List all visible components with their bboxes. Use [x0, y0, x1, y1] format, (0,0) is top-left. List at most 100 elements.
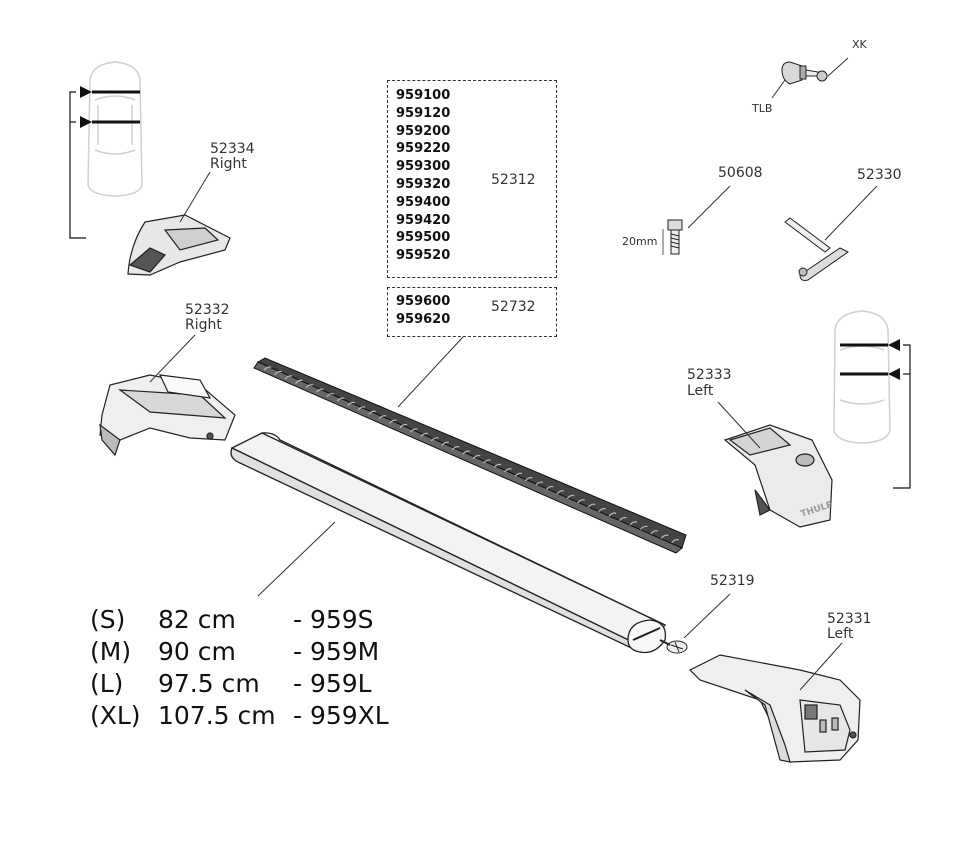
label-52332: 52332: [185, 302, 230, 318]
part-number: 959120: [396, 105, 451, 121]
part-number: 959320: [396, 176, 451, 192]
label-52332-side: Right: [185, 317, 222, 333]
strip-ridge: [305, 384, 314, 389]
label-52319: 52319: [710, 573, 755, 589]
size-part: - 959M: [293, 637, 380, 666]
roof-bars-mark-right: [840, 339, 911, 489]
strip-ridge: [462, 450, 470, 455]
strip-ridge: [284, 375, 293, 380]
strip-ridge: [504, 468, 512, 473]
strip-ridge: [650, 530, 659, 535]
part-number: 959600: [396, 294, 451, 309]
size-code: (L): [90, 669, 124, 698]
strip-ridge: [263, 366, 272, 371]
foot-right-icon: [99, 374, 236, 457]
strip-ridge: [577, 499, 585, 504]
rubber-strip-icon: [253, 357, 687, 554]
leader-52319: [683, 593, 731, 639]
foot-left-icon: [688, 654, 861, 763]
size-code: (XL): [90, 701, 141, 730]
part-number: 959300: [396, 159, 451, 175]
leader-52330: [824, 185, 878, 241]
strip-ridge: [660, 534, 669, 539]
rubber-strip-ridges: [263, 366, 679, 544]
strip-ridge: [556, 490, 564, 495]
strip-ridge: [493, 463, 502, 468]
strip-ridge: [598, 508, 606, 513]
leader-52312: [397, 336, 464, 408]
strip-ridge: [608, 512, 617, 517]
leader-52332: [149, 334, 196, 383]
leader-tlb: [771, 79, 786, 99]
label-52334: 52334: [210, 141, 255, 157]
strip-ridge: [295, 379, 303, 384]
strip-ridge: [566, 494, 575, 499]
strip-ridge: [326, 392, 335, 398]
screw-52319-icon: [659, 639, 688, 654]
car-topview-right-icon: [87, 61, 143, 197]
strip-ridge: [410, 428, 418, 433]
label-tlb: TLB: [752, 102, 773, 115]
aluminium-bar-icon: [230, 432, 667, 654]
box2-number-list: 959600 959620: [396, 293, 450, 329]
car-topview-left-icon: [833, 310, 891, 444]
strip-ridge: [274, 370, 282, 376]
part-number: 959520: [396, 248, 451, 264]
size-part: - 959XL: [293, 701, 389, 730]
label-52732: 52732: [491, 299, 536, 315]
part-number-box-52312: [387, 80, 557, 278]
part-number-box-52732: [387, 287, 557, 337]
strip-ridge: [368, 410, 376, 415]
label-50608: 50608: [718, 165, 763, 181]
leader-xk: [827, 57, 849, 77]
part-number: 959100: [396, 88, 451, 103]
label-52333: 52333: [687, 367, 732, 383]
leader-52333: [717, 401, 761, 449]
strip-ridge: [671, 538, 679, 544]
leader-52334: [179, 171, 211, 223]
strip-ridge: [430, 437, 439, 442]
strip-ridge: [535, 481, 544, 486]
strip-ridge: [378, 415, 387, 420]
strip-ridge: [441, 441, 450, 446]
strip-ridge: [451, 446, 460, 451]
label-52334-side: Right: [210, 156, 247, 172]
roof-bars-mark: [69, 86, 140, 239]
size-code: (S): [90, 605, 126, 634]
strip-ridge: [514, 472, 523, 477]
size-part: - 959L: [293, 669, 372, 698]
part-number: 959400: [396, 194, 451, 210]
strip-ridge: [639, 525, 648, 530]
strip-ridge: [619, 516, 627, 522]
part-number: 959620: [396, 311, 451, 327]
strip-ridge: [629, 521, 638, 526]
strip-ridge: [545, 485, 554, 491]
strip-ridge: [336, 397, 345, 402]
strip-ridge: [357, 406, 366, 411]
strip-ridge: [399, 423, 408, 429]
label-52331-side: Left: [827, 626, 854, 642]
leader-52331: [799, 642, 843, 691]
strip-ridge: [587, 503, 596, 508]
strip-ridge: [315, 388, 324, 393]
t-wrench-52330-icon: [784, 217, 849, 281]
strip-ridge: [524, 477, 533, 482]
foot-cover-right-icon: [127, 214, 231, 276]
size-length: 107.5 cm: [158, 701, 276, 730]
lock-and-key-icon: [781, 61, 828, 85]
part-number: 959220: [396, 141, 451, 157]
part-number: 959420: [396, 212, 451, 228]
strip-ridge: [347, 401, 355, 406]
size-length: 90 cm: [158, 637, 236, 666]
part-number: 959200: [396, 123, 451, 139]
leader-50608: [687, 185, 731, 229]
label-52331: 52331: [827, 611, 872, 627]
size-code: (M): [90, 637, 132, 666]
strip-ridge: [420, 432, 429, 437]
bolt-50608-icon: [667, 219, 683, 255]
leader-bar: [257, 521, 336, 597]
label-20mm: 20mm: [622, 235, 658, 248]
label-52333-side: Left: [687, 383, 714, 399]
part-number: 959500: [396, 230, 451, 246]
